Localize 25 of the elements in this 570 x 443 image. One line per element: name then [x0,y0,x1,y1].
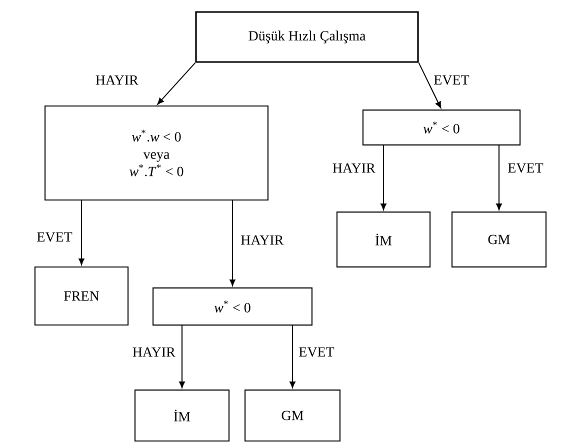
edge-label: EVET [297,346,336,358]
edge-label: EVET [432,74,471,86]
edge-label: HAYIR [131,346,177,358]
arrow [418,62,442,108]
process-box: w$^{*}$ < 0 [362,110,521,146]
process-box: w$^{*}$.w < 0 veya w$^{*}$.T$^{*}$ < 0 [44,105,268,201]
edge-label: HAYIR [94,74,140,86]
edge-label: HAYIR [331,162,377,174]
arrow [496,146,502,210]
process-box: GM [244,390,340,442]
process-box: Düşük Hızlı Çalışma [195,11,419,63]
process-box: İM [134,390,230,442]
arrow [179,326,185,388]
edge-label: EVET [35,230,74,244]
edge-label: HAYIR [239,234,285,246]
process-box: İM [336,212,431,268]
arrow [78,200,84,265]
arrow [157,62,196,105]
arrow [290,326,296,388]
process-box: GM [451,212,547,268]
edge-label: EVET [506,162,545,174]
process-box: w$^{*}$ < 0 [152,287,312,326]
arrow [380,146,386,210]
process-box: FREN [34,266,129,326]
arrow [230,200,236,286]
